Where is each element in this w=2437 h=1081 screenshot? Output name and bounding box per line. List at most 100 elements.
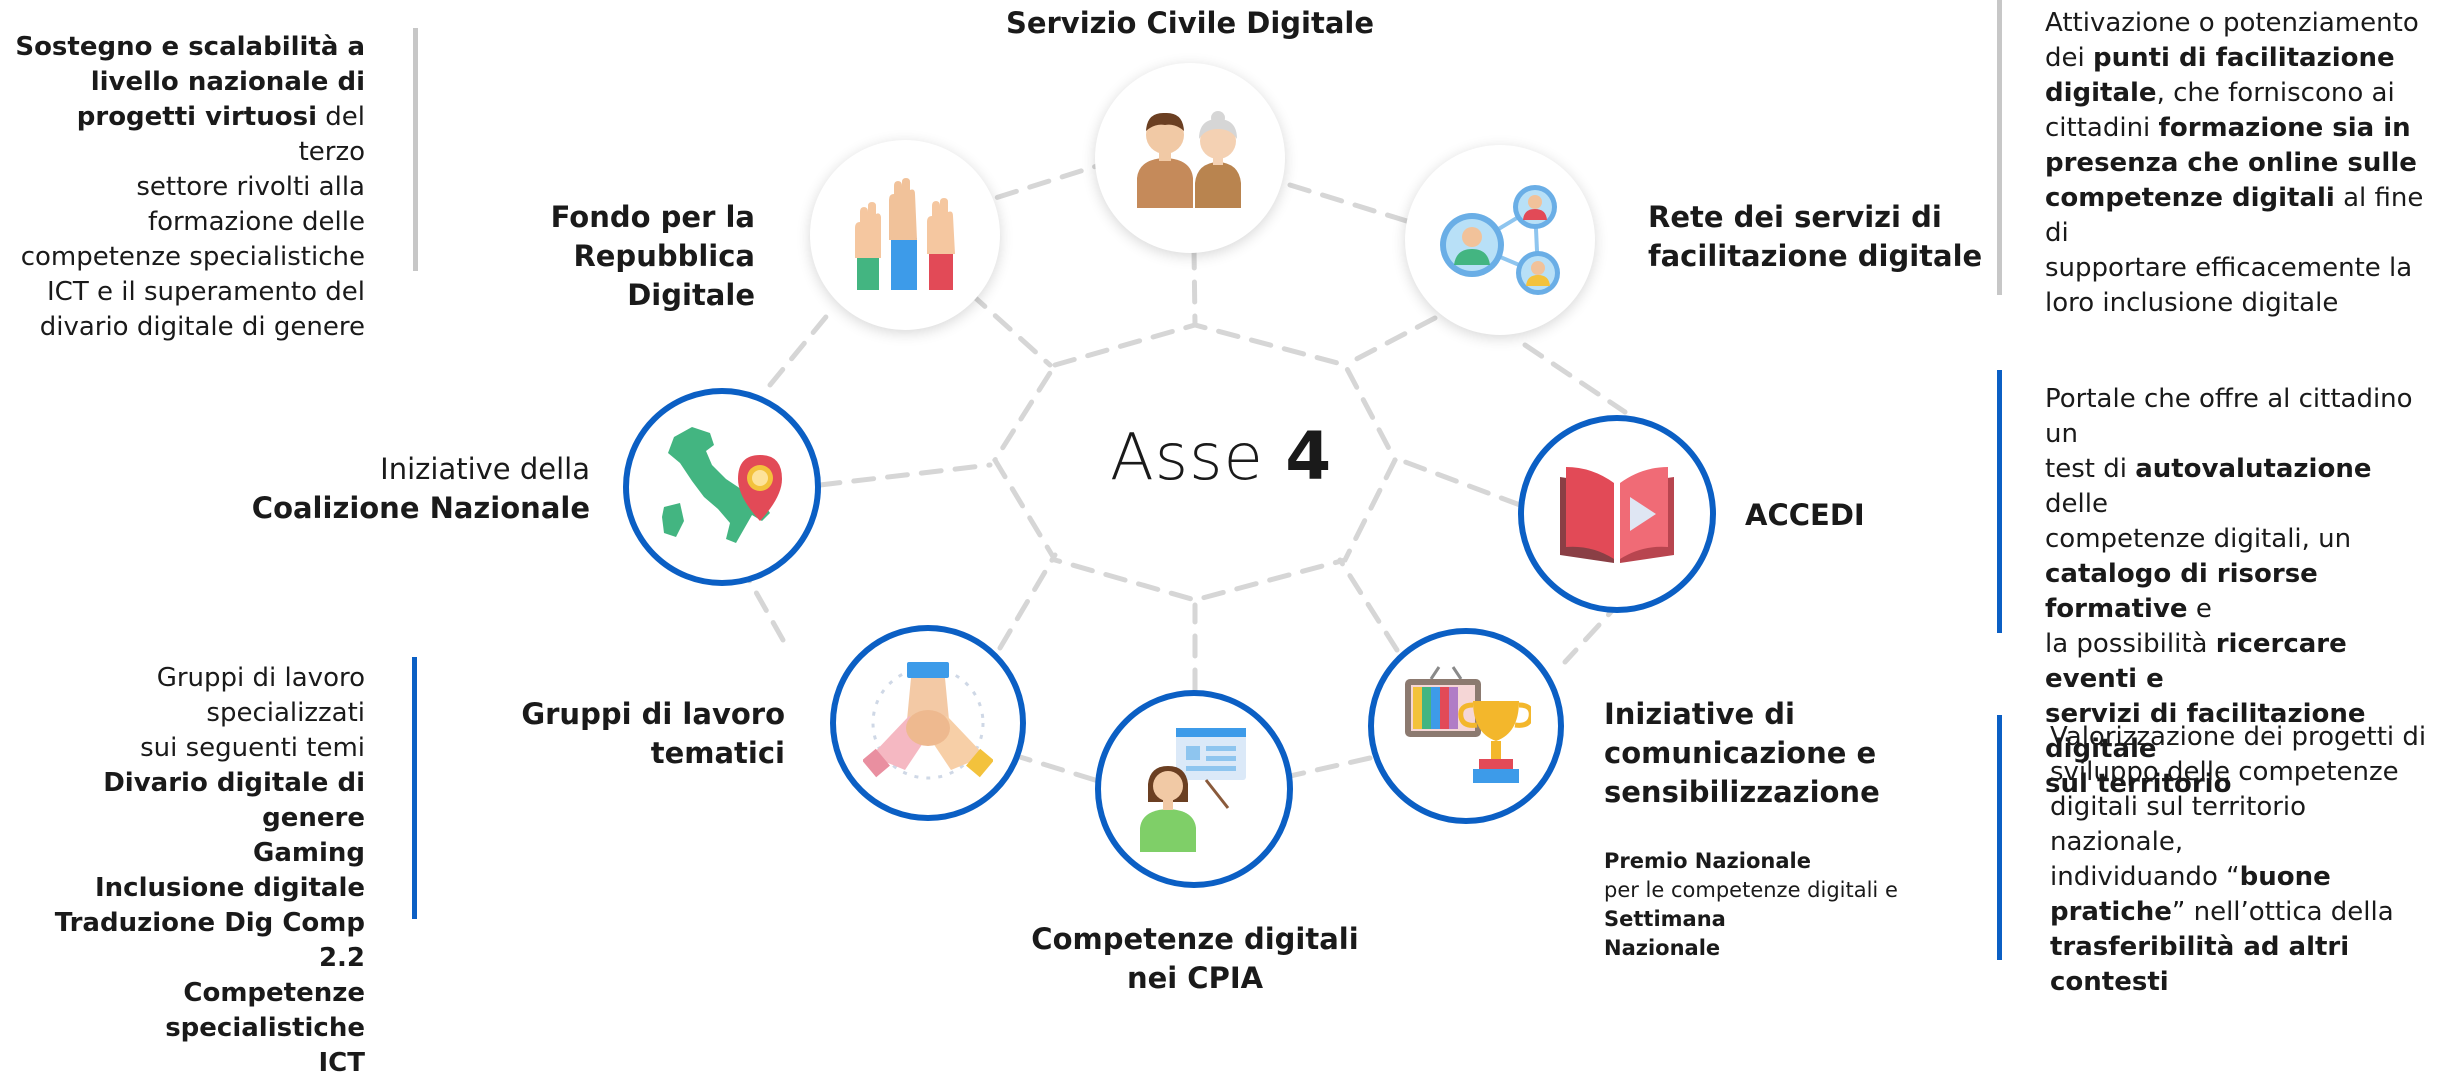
desc-rete-line: punti di facilitazione <box>2093 43 2395 73</box>
teacher-board-icon <box>1140 728 1246 852</box>
desc-fondo: Sostegno e scalabilità a livello naziona… <box>15 30 365 345</box>
label-gruppi-line2: tematici <box>650 736 785 770</box>
desc-rete: Attivazione o potenziamento dei punti di… <box>2045 6 2430 321</box>
desc-gruppi-topic: Divario digitale di genere <box>103 768 365 833</box>
desc-rete-line: al fine di <box>2045 183 2424 248</box>
label-coalizione: Iniziative della Coalizione Nazionale <box>250 450 590 528</box>
node-gruppi[interactable] <box>830 625 1026 821</box>
divider-gruppi <box>412 657 417 919</box>
desc-fondo-line: competenze specialistiche <box>20 242 365 272</box>
label-fondo: Fondo per la Repubblica Digitale <box>440 198 755 315</box>
edge <box>1287 755 1373 779</box>
desc-rete-line: formazione sia in <box>2158 113 2411 143</box>
divider-fondo <box>413 28 418 271</box>
edge <box>745 575 786 643</box>
desc-accedi-line: catalogo di risorse formative <box>2045 559 2318 624</box>
teamwork-hands-icon <box>863 662 993 780</box>
desc-accedi-line: delle <box>2045 489 2108 519</box>
young-and-elderly-people-icon <box>1137 111 1241 208</box>
node-coalizione[interactable] <box>623 388 821 586</box>
edge <box>1287 182 1413 225</box>
label-fondo-line2: Repubblica Digitale <box>573 239 755 312</box>
desc-accedi-line: la possibilità <box>2045 629 2216 659</box>
desc-rete-line: competenze digitali <box>2045 183 2335 213</box>
inner-hexagon <box>992 322 1398 603</box>
desc-rete-line: digitale <box>2045 78 2157 108</box>
edge <box>1337 557 1400 653</box>
center-label: Asse 4 <box>1110 418 1332 495</box>
desc-accedi-line: servizi di facilitazione digitale <box>2045 699 2366 764</box>
edge <box>1342 315 1438 368</box>
divider-accedi <box>1997 370 2002 633</box>
edge <box>767 309 833 388</box>
label-iniziative-line2: comunicazione e <box>1604 736 1877 770</box>
open-book-play-icon <box>1560 467 1674 563</box>
edge <box>1191 245 1198 328</box>
desc-accedi: Portale che offre al cittadino un test d… <box>2045 382 2435 802</box>
node-fondo[interactable] <box>810 140 1000 330</box>
desc-fondo-line: progetti virtuosi <box>76 102 317 132</box>
note-premio: Premio Nazionale per le competenze digit… <box>1604 847 1999 963</box>
desc-rete-line: presenza che online sulle <box>2045 148 2417 178</box>
label-accedi: ACCEDI <box>1745 496 1945 535</box>
desc-valorizzazione-line: Valorizzazione dei progetti di <box>2050 722 2427 752</box>
label-cpia-line1: Competenze digitali <box>1031 922 1359 956</box>
desc-rete-line: supportare efficacemente la <box>2045 253 2413 283</box>
label-servizio-civile: Servizio Civile Digitale <box>990 4 1390 43</box>
raised-hands-icon <box>855 177 955 290</box>
label-accedi-text: ACCEDI <box>1745 498 1865 532</box>
desc-gruppi-topic: Inclusione digitale <box>94 873 365 903</box>
label-servizio-civile-text: Servizio Civile Digitale <box>1005 6 1375 40</box>
desc-rete-line: loro inclusione digitale <box>2045 288 2339 318</box>
desc-rete-line: Attivazione o potenziamento <box>2045 8 2419 38</box>
desc-gruppi-topic: Traduzione Dig Comp 2.2 <box>54 908 365 973</box>
desc-valorizzazione-line: individuando “ <box>2050 862 2240 892</box>
desc-accedi-line: competenze digitali, un <box>2045 524 2352 554</box>
desc-valorizzazione-line: digitali sul territorio nazionale, <box>2050 792 2307 857</box>
desc-gruppi-topic: Gaming <box>252 838 365 868</box>
desc-valorizzazione-line: trasferibilità ad altri contesti <box>2050 932 2350 997</box>
node-iniziative[interactable] <box>1368 628 1564 824</box>
desc-fondo-line: divario digitale di genere <box>39 312 365 342</box>
label-coalizione-line1: Iniziative della <box>380 452 590 486</box>
desc-rete-line: dei <box>2045 43 2093 73</box>
node-servizio-civile[interactable] <box>1095 63 1285 253</box>
desc-accedi-line: Portale che offre al cittadino un <box>2045 384 2413 449</box>
desc-valorizzazione-line: buone <box>2239 862 2331 892</box>
desc-fondo-line: ICT e il superamento del <box>47 277 365 307</box>
desc-fondo-line: formazione delle <box>147 207 365 237</box>
node-cpia[interactable] <box>1095 690 1293 888</box>
label-cpia: Competenze digitali nei CPIA <box>1000 920 1390 998</box>
italy-map-pin-icon <box>662 427 782 543</box>
desc-valorizzazione: Valorizzazione dei progetti di sviluppo … <box>2050 720 2435 1000</box>
desc-gruppi-topic: Competenze specialistiche <box>165 978 365 1043</box>
node-rete[interactable] <box>1405 145 1595 335</box>
desc-fondo-line: Sostegno e scalabilità a <box>15 32 365 62</box>
center-label-text: Asse <box>1110 421 1264 495</box>
node-accedi[interactable] <box>1518 415 1716 613</box>
label-fondo-line1: Fondo per la <box>550 200 755 234</box>
label-cpia-line2: nei CPIA <box>1126 961 1264 995</box>
desc-gruppi-intro: sui seguenti temi <box>140 733 365 763</box>
label-iniziative-line1: Iniziative di <box>1604 697 1795 731</box>
divider-valorizzazione <box>1997 715 2002 960</box>
label-iniziative-line3: sensibilizzazione <box>1604 775 1880 809</box>
desc-fondo-line: del terzo <box>298 102 365 167</box>
network-people-icon <box>1440 185 1560 295</box>
label-rete: Rete dei servizi di facilitazione digita… <box>1648 198 1988 276</box>
desc-accedi-line: ricercare eventi e <box>2045 629 2347 694</box>
label-gruppi: Gruppi di lavoro tematici <box>490 695 785 773</box>
desc-valorizzazione-line: sviluppo delle competenze <box>2050 757 2399 787</box>
network-lines <box>745 162 1628 783</box>
edge <box>1017 754 1098 783</box>
label-rete-line1: Rete dei servizi di <box>1648 200 1942 234</box>
desc-rete-line: , che forniscono ai <box>2156 78 2395 108</box>
note-premio-title: Premio Nazionale <box>1604 849 1811 873</box>
desc-gruppi-topic: ICT <box>318 1048 366 1078</box>
desc-gruppi-intro: Gruppi di lavoro specializzati <box>156 663 365 728</box>
desc-gruppi: Gruppi di lavoro specializzati sui segue… <box>5 661 365 1081</box>
desc-accedi-line: sul territorio <box>2045 769 2232 799</box>
note-premio-text: per le competenze digitali e <box>1604 878 1898 902</box>
desc-rete-line: cittadini <box>2045 113 2159 143</box>
center-label-number: 4 <box>1285 418 1333 495</box>
